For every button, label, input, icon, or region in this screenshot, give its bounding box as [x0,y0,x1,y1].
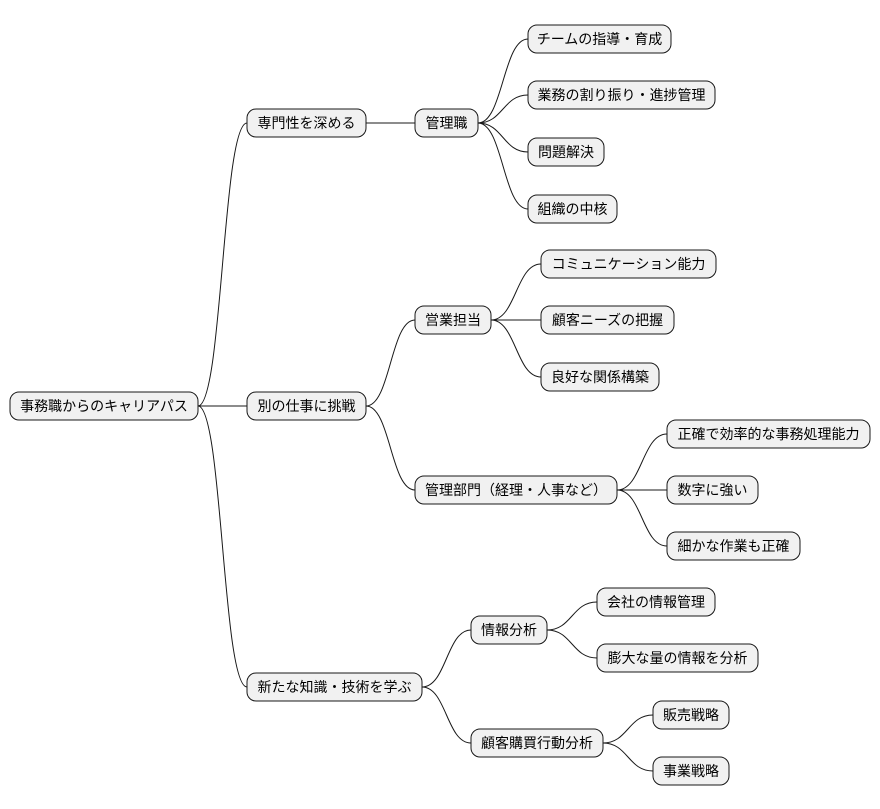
node-label: 情報分析 [481,623,537,639]
connector-line [421,629,472,688]
node-children-0-children-0: 管理職 [414,108,479,138]
node-children-0: 専門性を深める [246,108,367,138]
node-label: 新たな知識・技術を学ぶ [258,679,412,696]
node-children-1-children-1-children-1: 数字に強い [666,475,759,505]
node-label: 正確で効率的な事務処理能力 [678,426,860,443]
node-box [652,756,730,786]
node-box [540,305,675,335]
node-children-2-children-0-children-0: 会社の情報管理 [596,587,716,617]
node-label: 専門性を深める [258,116,356,132]
node-box [527,80,716,110]
node-children-2-children-1-children-1: 事業戦略 [652,756,730,786]
node-box [652,700,730,730]
node-label: 組織の中核 [538,202,608,218]
connector-line [477,122,529,210]
node-children-1-children-1-children-2: 細かな作業も正確 [666,531,801,561]
connector-line [477,122,529,153]
node-label: 顧客購買行動分析 [481,735,593,752]
node-box [470,728,604,758]
connector-line [546,601,598,631]
connector-layer [197,38,668,772]
node-children-1-children-1-children-0: 正確で効率的な事務処理能力 [666,419,871,449]
node-children-2-children-0-children-1: 膨大な量の情報を分析 [596,643,759,673]
connector-line [197,122,248,407]
connector-line [477,38,529,124]
node-children-1-children-0-children-1: 顧客ニーズの把握 [540,305,675,335]
node-box [246,108,367,138]
node-box [246,672,423,702]
connector-line [365,405,416,491]
node-children-2: 新たな知識・技術を学ぶ [246,672,423,702]
node-label: チームの指導・育成 [537,32,663,48]
node-children-2-children-0: 情報分析 [470,615,548,645]
connector-line [616,433,668,491]
node-label: 管理職 [426,116,468,132]
connector-line [197,405,248,688]
connector-line [490,319,542,378]
node-label: 膨大な量の情報を分析 [608,650,748,667]
node-box [666,475,759,505]
node-children-0-children-0-children-3: 組織の中核 [527,194,618,224]
node-box [527,24,672,54]
node-children-1-children-0-children-0: コミュニケーション能力 [540,249,717,279]
connector-line [490,263,542,321]
node-box [414,305,492,335]
node-box [527,194,618,224]
node-children-1-children-0-children-2: 良好な関係構築 [540,362,660,392]
node-box [540,362,660,392]
node-label: 良好な関係構築 [551,370,649,386]
node-label: 管理部門（経理・人事など） [425,483,607,499]
connector-line [602,714,654,744]
connector-line [616,489,668,547]
node-label: 営業担当 [425,313,481,329]
connector-line [546,629,598,659]
connector-line [365,319,416,407]
node-children-0-children-0-children-1: 業務の割り振り・進捗管理 [527,80,716,110]
node-label: 販売戦略 [663,708,719,724]
node-box [666,419,871,449]
node-children-2-children-1-children-0: 販売戦略 [652,700,730,730]
node-box [414,108,479,138]
node-label: 数字に強い [678,483,748,499]
node-box [414,475,618,505]
node-box [596,587,716,617]
node-box [540,249,717,279]
node-label: 別の仕事に挑戦 [258,399,356,415]
connector-line [421,686,472,744]
node-label: 顧客ニーズの把握 [552,312,663,329]
node-label: 事業戦略 [663,764,719,780]
node-box [470,615,548,645]
node-box [527,137,605,167]
connector-line [477,94,529,124]
node-label: コミュニケーション能力 [552,257,706,273]
node-children-1-children-1: 管理部門（経理・人事など） [414,475,618,505]
node-children-0-children-0-children-0: チームの指導・育成 [527,24,672,54]
node-box [9,391,199,421]
node-box [246,391,367,421]
node-label: 業務の割り振り・進捗管理 [538,87,706,104]
node-children-2-children-1: 顧客購買行動分析 [470,728,604,758]
node-children-0-children-0-children-2: 問題解決 [527,137,605,167]
node-box [666,531,801,561]
node-label: 会社の情報管理 [607,595,705,611]
node-children-1: 別の仕事に挑戦 [246,391,367,421]
node-label: 問題解決 [538,145,594,161]
node-label: 事務職からのキャリアパス [20,399,188,415]
root-node: 事務職からのキャリアパス [9,391,199,421]
node-label: 細かな作業も正確 [678,539,790,555]
node-children-1-children-0: 営業担当 [414,305,492,335]
node-box [596,643,759,673]
node-layer: 事務職からのキャリアパス 専門性を深める 管理職 チームの指導・育成業務の割り振り・進… [9,24,871,786]
connector-line [602,742,654,772]
